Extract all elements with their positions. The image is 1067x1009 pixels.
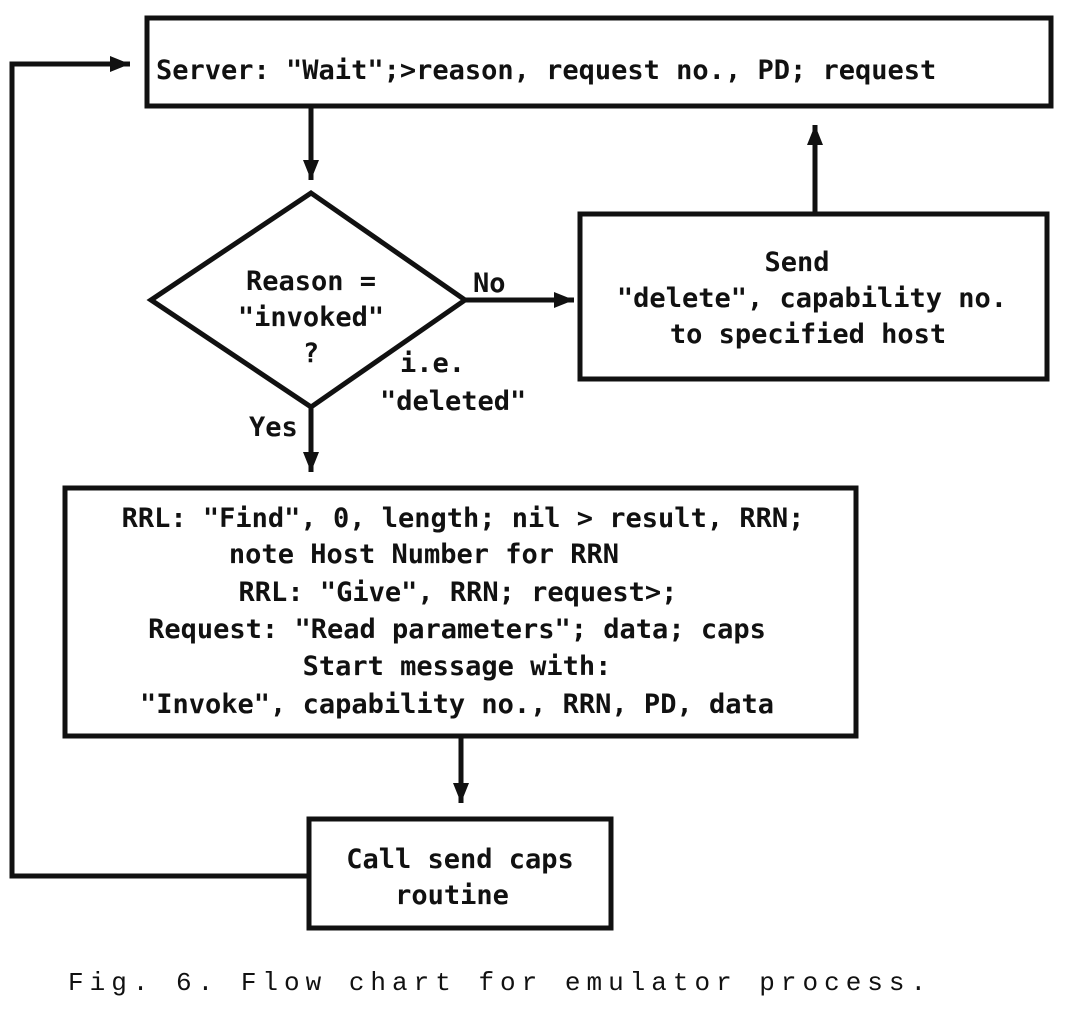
server-box-text: Server: "Wait";>reason, request no., PD;… <box>156 55 936 86</box>
rrl-line-6: "Invoke", capability no., RRN, PD, data <box>140 689 774 720</box>
rrl-line-5: Start message with: <box>303 651 612 682</box>
yes-label: Yes <box>249 412 298 443</box>
decision-line-1: Reason = <box>246 266 376 297</box>
rrl-line-2: note Host Number for RRN <box>229 539 619 570</box>
note-line-2: "deleted" <box>380 386 526 417</box>
send-box-line-2: "delete", capability no. <box>617 283 1007 314</box>
rrl-box <box>62 485 859 739</box>
send-box <box>577 211 1050 382</box>
rrl-line-4: Request: "Read parameters"; data; caps <box>148 614 766 645</box>
no-label: No <box>473 268 506 299</box>
send-box-line-1: Send <box>764 247 829 278</box>
decision-line-2: "invoked" <box>238 302 384 333</box>
server-box <box>144 15 1054 109</box>
note-line-1: i.e. <box>400 348 465 379</box>
call-box-line-2: routine <box>395 880 509 911</box>
rrl-line-3: RRL: "Give", RRN; request>; <box>239 577 678 608</box>
decision-line-3: ? <box>303 338 319 369</box>
call-box-line-1: Call send caps <box>346 844 574 875</box>
figure-caption: Fig. 6. Flow chart for emulator process. <box>68 968 932 998</box>
arrow-loop-back-to-server <box>9 56 309 879</box>
send-box-line-3: to specified host <box>670 319 946 350</box>
rrl-line-1: RRL: "Find", 0, length; nil > result, RR… <box>122 503 805 534</box>
